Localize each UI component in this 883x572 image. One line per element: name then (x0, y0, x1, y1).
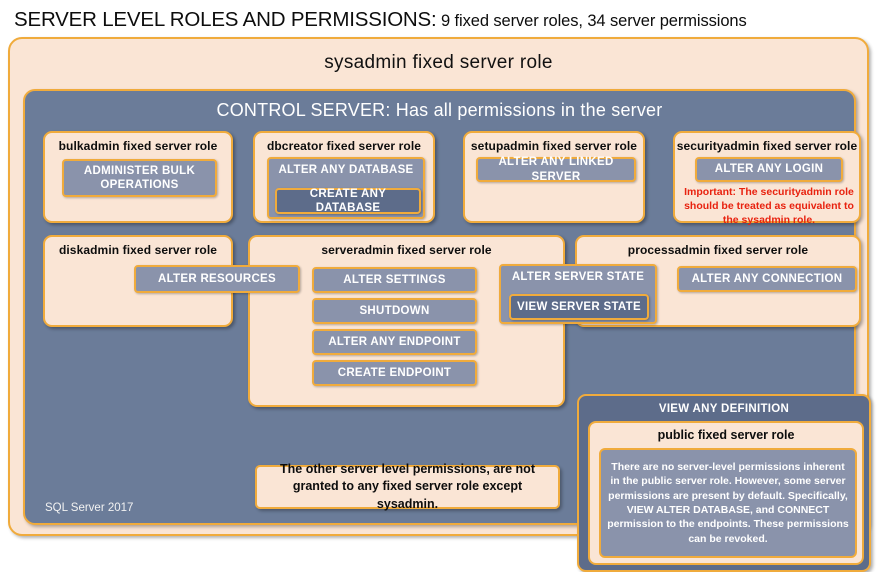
permission-label: ALTER SETTINGS (343, 273, 446, 286)
role-card-public: public fixed server role There are no se… (588, 421, 864, 565)
permission-label: ALTER ANY LINKED SERVER (498, 156, 614, 183)
role-title-setupadmin: setupadmin fixed server role (470, 139, 638, 153)
footer-version-label: SQL Server 2017 (45, 502, 134, 514)
securityadmin-warning-note: Important: The securityadmin role should… (684, 186, 854, 226)
permission-alter-any-database[interactable]: ALTER ANY DATABASE CREATE ANY DATABASE (267, 157, 425, 219)
permission-label: CREATE ENDPOINT (337, 366, 452, 379)
page-title-strong: SERVER LEVEL ROLES AND PERMISSIONS: (14, 8, 437, 31)
permission-label: VIEW SERVER STATE (517, 300, 641, 313)
permission-alter-resources[interactable]: ALTER RESOURCES (134, 265, 300, 293)
permission-label: ALTER ANY LOGIN (714, 163, 824, 176)
role-title-public: public fixed server role (657, 428, 795, 442)
role-card-securityadmin: securityadmin fixed server role ALTER AN… (673, 131, 861, 226)
page-title-subtitle: 9 fixed server roles, 34 server permissi… (436, 12, 747, 30)
permission-line-1: ADMINISTER BULK (83, 164, 196, 177)
permission-label: ALTER ANY ENDPOINT (328, 335, 461, 348)
permission-view-any-definition: VIEW ANY DEFINITION (658, 403, 790, 415)
role-card-setupadmin: setupadmin fixed server role ALTER ANY L… (463, 131, 645, 223)
role-title-bulkadmin: bulkadmin fixed server role (58, 139, 218, 153)
control-server-label: CONTROL SERVER: Has all permissions in t… (216, 100, 663, 120)
permission-create-any-database[interactable]: CREATE ANY DATABASE (275, 188, 421, 214)
permission-label: SHUTDOWN (359, 304, 430, 317)
role-title-serveradmin: serveradmin fixed server role (321, 243, 492, 257)
permission-create-endpoint[interactable]: CREATE ENDPOINT (312, 360, 477, 386)
permission-label: ALTER ANY CONNECTION (691, 272, 843, 285)
permission-view-server-state[interactable]: VIEW SERVER STATE (509, 294, 649, 320)
permission-label: ALTER ANY DATABASE (278, 164, 414, 176)
role-title-securityadmin: securityadmin fixed server role (676, 139, 858, 153)
view-any-definition-container: VIEW ANY DEFINITION public fixed server … (577, 394, 871, 572)
role-title-dbcreator: dbcreator fixed server role (266, 139, 422, 153)
permission-alter-any-connection[interactable]: ALTER ANY CONNECTION (677, 266, 857, 292)
role-card-bulkadmin: bulkadmin fixed server role ADMINISTER B… (43, 131, 233, 223)
control-server-panel: CONTROL SERVER: Has all permissions in t… (23, 89, 871, 572)
other-permissions-note: The other server level permissions, are … (255, 462, 560, 511)
permission-line-2: OPERATIONS (100, 179, 179, 191)
permission-alter-settings[interactable]: ALTER SETTINGS (312, 267, 477, 293)
sysadmin-role-container: sysadmin fixed server role CONTROL SERVE… (8, 37, 871, 572)
permission-administer-bulk-operations[interactable]: ADMINISTER BULK OPERATIONS (62, 159, 217, 197)
permission-alter-any-endpoint[interactable]: ALTER ANY ENDPOINT (312, 329, 477, 355)
public-role-description: There are no server-level permissions in… (599, 448, 857, 558)
permission-label: CREATE ANY DATABASE (309, 187, 387, 214)
permission-label: ALTER RESOURCES (157, 272, 277, 285)
page-title: SERVER LEVEL ROLES AND PERMISSIONS: 9 fi… (14, 8, 874, 34)
role-title-diskadmin: diskadmin fixed server role (58, 243, 218, 257)
permission-alter-server-state[interactable]: ALTER SERVER STATE VIEW SERVER STATE (499, 264, 657, 324)
role-card-dbcreator: dbcreator fixed server role ALTER ANY DA… (253, 131, 435, 223)
sysadmin-role-label: sysadmin fixed server role (324, 52, 553, 73)
permission-alter-any-login[interactable]: ALTER ANY LOGIN (695, 157, 843, 182)
permission-shutdown[interactable]: SHUTDOWN (312, 298, 477, 324)
role-title-processadmin: processadmin fixed server role (627, 243, 809, 257)
permission-alter-any-linked-server[interactable]: ALTER ANY LINKED SERVER (476, 156, 636, 183)
permission-label: ALTER SERVER STATE (511, 271, 645, 283)
